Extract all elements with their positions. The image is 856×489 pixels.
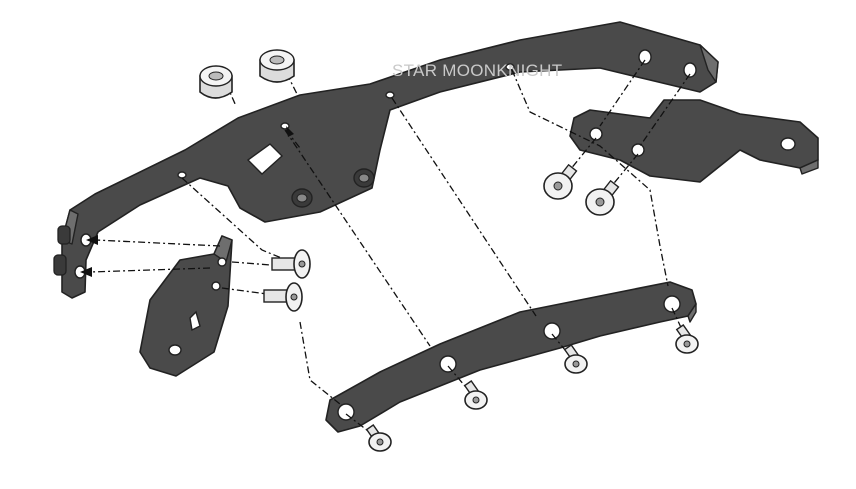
button-head-bolt xyxy=(271,249,311,279)
rail-hole xyxy=(505,63,515,71)
countersunk-bolt xyxy=(563,343,588,374)
lower-rail-hole xyxy=(543,322,561,340)
main-rail xyxy=(53,21,719,299)
watermark-text: STAR MOONKNIGHT xyxy=(392,61,563,80)
lower-rail-hole xyxy=(439,355,457,373)
bracket-hole xyxy=(631,143,645,157)
countersunk-bolt xyxy=(675,323,699,354)
button-head-bolt xyxy=(263,282,303,312)
bracket-hole xyxy=(589,127,603,141)
flange-nut xyxy=(199,65,233,99)
flange-nut xyxy=(259,49,295,83)
rail-hole xyxy=(638,49,652,65)
lower-rail-hole xyxy=(663,295,681,313)
rail-hole xyxy=(177,171,187,179)
rail-hole xyxy=(385,91,395,99)
bracket-hole xyxy=(168,344,182,356)
bracket-hole xyxy=(780,137,796,151)
button-head-bolt xyxy=(585,179,620,216)
right-side-bracket xyxy=(569,99,819,183)
rail-hole xyxy=(683,62,697,78)
lower-rail xyxy=(325,281,697,433)
rail-nut xyxy=(291,188,313,208)
countersunk-bolt xyxy=(365,423,392,452)
button-head-bolt xyxy=(543,163,578,200)
leader-lines xyxy=(89,59,691,435)
bracket-hole xyxy=(217,257,227,267)
arrow-heads xyxy=(80,126,294,277)
left-side-bracket xyxy=(139,235,233,377)
rail-nut xyxy=(353,168,375,188)
countersunk-bolt xyxy=(463,379,488,410)
bracket-hole xyxy=(211,281,221,291)
lower-rail-hole xyxy=(337,403,355,421)
